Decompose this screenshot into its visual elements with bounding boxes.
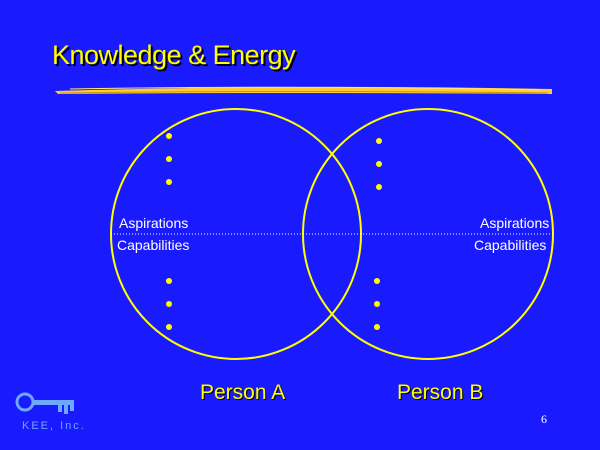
page-number: 6 bbox=[541, 412, 547, 426]
bullet bbox=[166, 179, 172, 185]
bullet bbox=[166, 301, 172, 307]
person-b-bullets bbox=[374, 138, 382, 330]
bullet bbox=[376, 161, 382, 167]
person-b-name: Person B bbox=[397, 381, 484, 404]
person-a-capabilities-label: Capabilities bbox=[117, 237, 190, 253]
slide-title: Knowledge & Energy bbox=[52, 40, 296, 70]
title-underline bbox=[55, 86, 552, 94]
person-b-capabilities-label: Capabilities bbox=[474, 237, 547, 253]
bullet bbox=[376, 184, 382, 190]
bullet bbox=[166, 133, 172, 139]
bullet bbox=[166, 324, 172, 330]
person-a-circle bbox=[110, 108, 362, 360]
person-a-bullets bbox=[166, 133, 172, 330]
bullet bbox=[166, 156, 172, 162]
person-b-aspirations-label: Aspirations bbox=[480, 215, 550, 231]
key-icon bbox=[15, 392, 74, 414]
bullet bbox=[166, 278, 172, 284]
bullet bbox=[374, 278, 380, 284]
company-logo: KEE, Inc. bbox=[14, 390, 84, 436]
person-a-aspirations-label: Aspirations bbox=[119, 215, 189, 231]
person-b-circle bbox=[302, 108, 554, 360]
person-a-name: Person A bbox=[200, 381, 286, 404]
bullet bbox=[376, 138, 382, 144]
logo-text: KEE, Inc. bbox=[22, 420, 86, 432]
bullet bbox=[374, 324, 380, 330]
bullet bbox=[374, 301, 380, 307]
